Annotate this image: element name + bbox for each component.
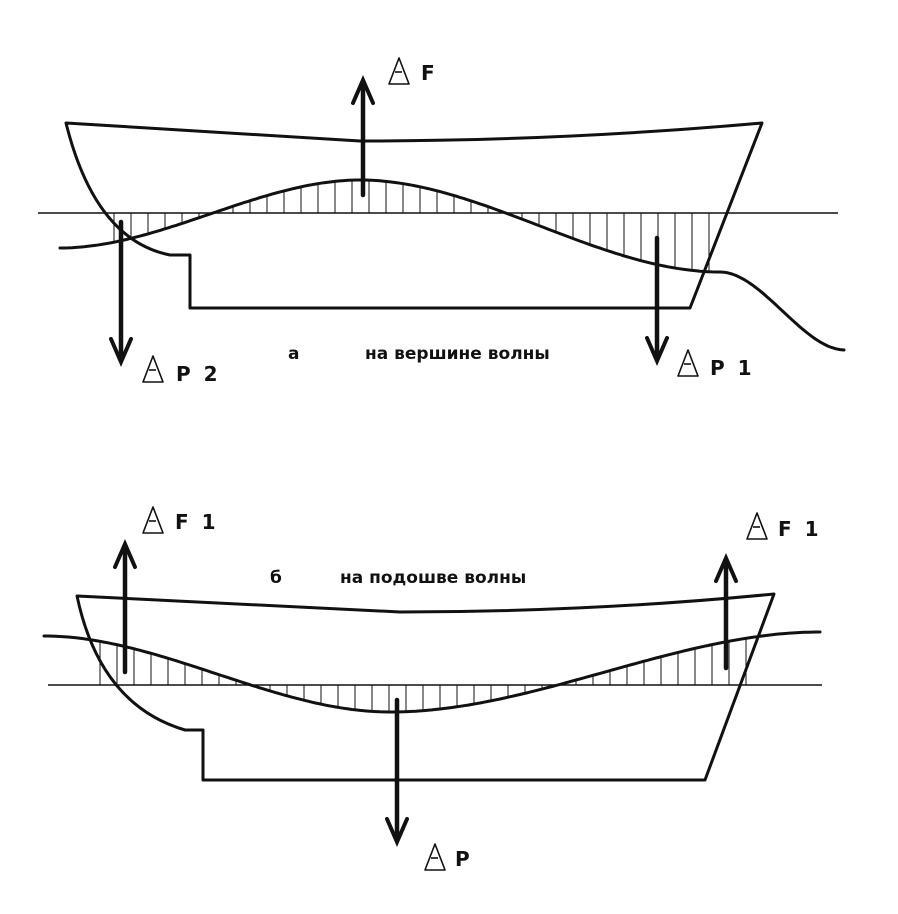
delta-triangle-icon (746, 512, 768, 540)
force-arrow-p (385, 697, 409, 848)
diagram-a-wave-crest: F P 2 P 1 а на вершине волны (38, 57, 846, 386)
diagram-b-wave-trough: F 1 F 1 P б на подошве волны (42, 506, 822, 871)
label-force-f: F (421, 61, 438, 85)
force-arrow-f1-left (113, 538, 137, 675)
label-force-p2: P 2 (176, 362, 221, 386)
hull-outline-a (64, 121, 764, 310)
label-force-p1: P 1 (710, 356, 755, 380)
label-force-f1-right: F 1 (778, 517, 822, 541)
delta-triangle-icon (142, 506, 164, 534)
label-force-f1-left: F 1 (175, 510, 219, 534)
caption-a: на вершине волны (365, 344, 550, 364)
wave-profile-b (42, 630, 822, 714)
letter-b: б (270, 568, 282, 588)
force-arrow-p1 (645, 235, 669, 367)
label-force-p: P (455, 847, 473, 871)
hatch-area-b (99, 638, 747, 712)
force-arrow-f1-right (714, 552, 738, 671)
delta-triangle-icon (424, 843, 446, 871)
delta-triangle-icon (142, 355, 164, 383)
hatch-area-a (113, 180, 710, 272)
wave-profile-a (58, 178, 846, 352)
delta-triangle-icon (677, 349, 699, 377)
caption-b: на подошве волны (340, 568, 526, 588)
force-arrow-p2 (109, 219, 133, 368)
delta-triangle-icon (388, 57, 410, 85)
letter-a: а (288, 344, 299, 364)
force-arrow-f (351, 74, 375, 198)
hull-outline-b (75, 592, 776, 782)
